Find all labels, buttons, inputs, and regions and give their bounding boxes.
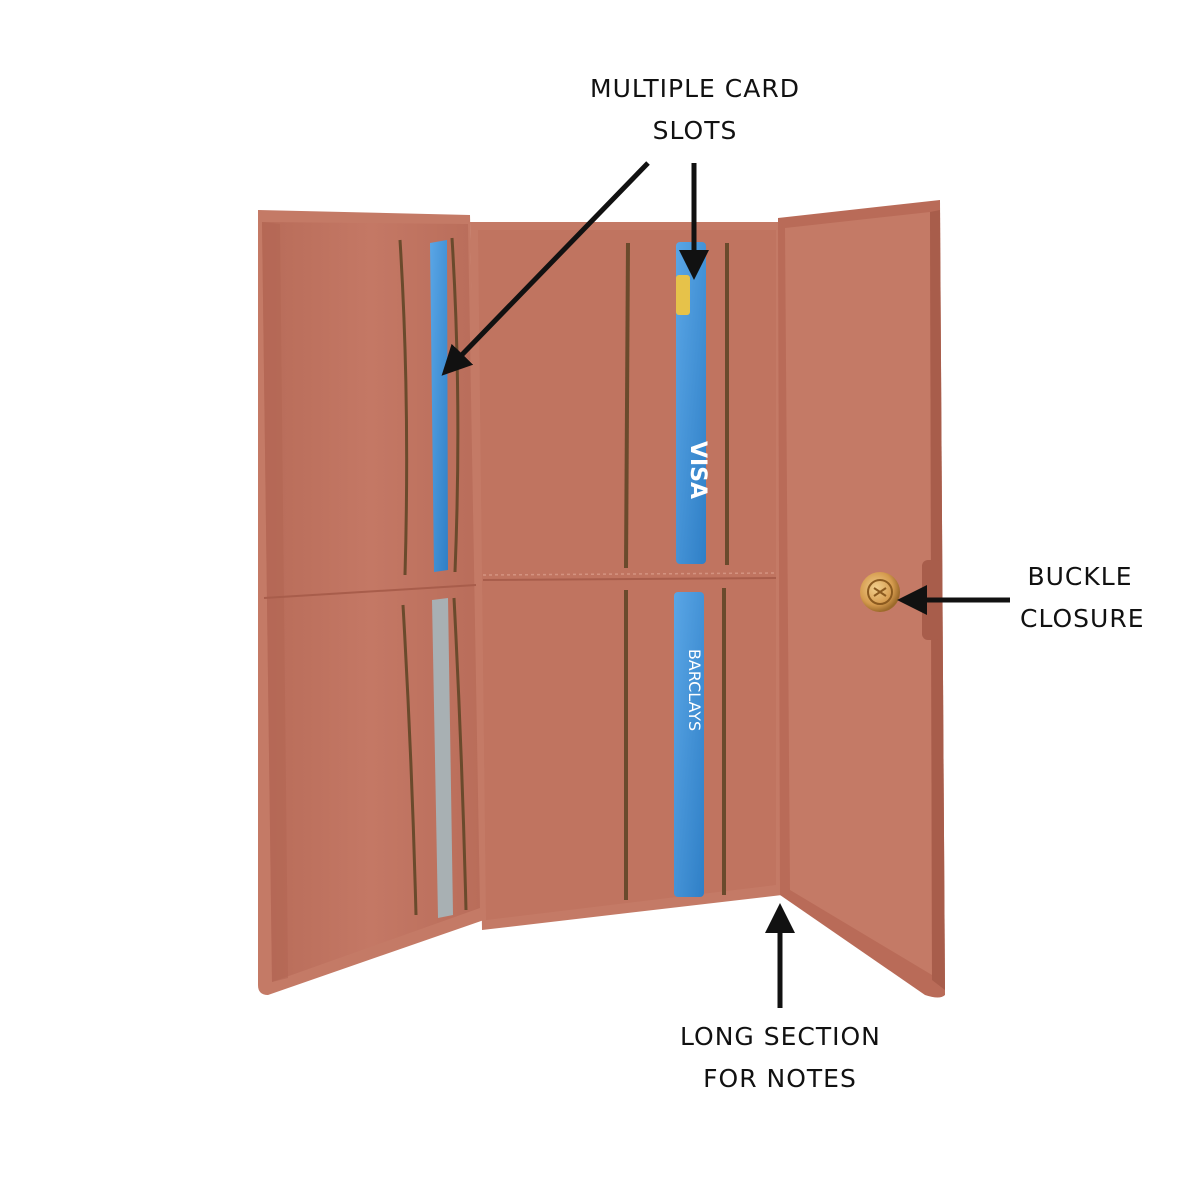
callout-buckle-line1: BUCKLE: [1027, 562, 1133, 591]
annotation-arrows: [441, 161, 1010, 1008]
card-slots-arrow-icon: [441, 161, 650, 376]
callout-notes: LONG SECTION FOR NOTES: [680, 1016, 880, 1100]
card-gray-left: [432, 598, 453, 918]
callout-notes-line2: FOR NOTES: [703, 1064, 857, 1093]
callout-notes-line1: LONG SECTION: [680, 1022, 881, 1051]
callout-card-slots-line2: SLOTS: [652, 116, 738, 145]
bank-brand: BARCLAYS: [685, 649, 704, 731]
buckle-clasp: [860, 572, 900, 612]
wallet-right-panel: [778, 200, 945, 998]
callout-card-slots: MULTIPLE CARD SLOTS: [590, 68, 800, 152]
callout-buckle-line2: CLOSURE: [1020, 604, 1145, 633]
callout-buckle: BUCKLE CLOSURE: [1020, 556, 1145, 640]
callout-card-slots-line1: MULTIPLE CARD: [590, 74, 800, 103]
wallet-middle-panel: VISA BARCLAYS: [470, 222, 782, 930]
card-blue-left: [430, 240, 448, 572]
chip-icon: [676, 275, 690, 315]
bank-card: BARCLAYS: [674, 592, 704, 897]
visa-card: VISA: [676, 242, 710, 564]
wallet-left-panel: [258, 210, 484, 995]
visa-brand: VISA: [685, 441, 710, 499]
